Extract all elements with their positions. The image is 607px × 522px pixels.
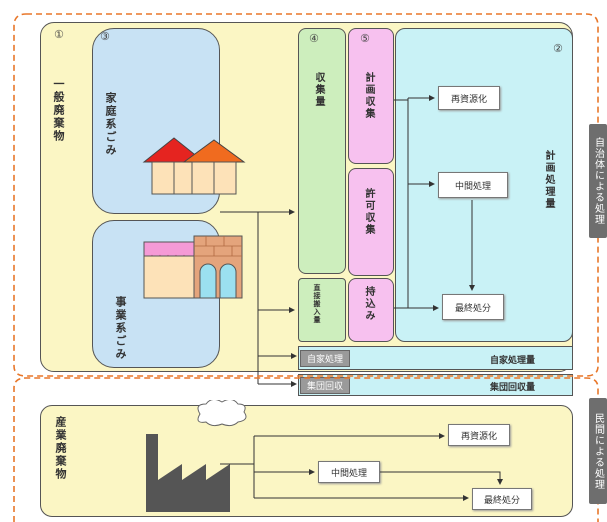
industrial-final-box: 最終処分 bbox=[472, 488, 532, 510]
municipal-final-box: 最終処分 bbox=[442, 294, 504, 320]
industrial-waste-label: 産業廃棄物 bbox=[54, 416, 67, 481]
general-waste-number: ① bbox=[54, 28, 64, 41]
permit-collection-box bbox=[348, 168, 394, 276]
direct-delivery-box bbox=[298, 278, 346, 342]
industrial-intermediate-box: 中間処理 bbox=[318, 461, 380, 483]
planned-treatment-number: ② bbox=[553, 42, 563, 55]
shop-icon bbox=[143, 235, 243, 299]
municipal-intermediate-box: 中間処理 bbox=[438, 172, 508, 198]
household-waste-number: ③ bbox=[100, 30, 110, 43]
direct-delivery-label: 直接搬入量 bbox=[313, 284, 321, 324]
collection-number: ④ bbox=[309, 32, 319, 45]
planned-collection-label: 計画収集 bbox=[363, 72, 374, 120]
industrial-recycle-box: 再資源化 bbox=[448, 424, 510, 446]
collection-amount-box bbox=[298, 28, 346, 274]
municipal-recycle-box: 再資源化 bbox=[438, 86, 500, 110]
factory-icon bbox=[146, 400, 247, 512]
municipal-treatment-tab: 自治体による処理 bbox=[589, 124, 607, 238]
private-treatment-tab: 民間による処理 bbox=[589, 398, 607, 504]
general-waste-label: 一般廃棄物 bbox=[52, 78, 65, 143]
planned-collection-box bbox=[348, 28, 394, 164]
bring-in-box bbox=[348, 278, 394, 342]
house-icon bbox=[142, 137, 246, 195]
group-collection-strip bbox=[298, 374, 573, 396]
business-waste-label: 事業系ごみ bbox=[114, 296, 127, 361]
collection-label: 収集量 bbox=[313, 72, 324, 108]
planned-treatment-label: 計画処理量 bbox=[543, 150, 554, 210]
self-treatment-box: 自家処理 bbox=[300, 350, 350, 367]
bring-in-label: 持込み bbox=[363, 286, 374, 322]
self-treatment-amount: 自家処理量 bbox=[490, 356, 536, 366]
household-waste-label: 家庭系ごみ bbox=[104, 92, 117, 157]
planned-collection-number: ⑤ bbox=[360, 32, 370, 45]
group-collection-amount: 集団回収量 bbox=[490, 383, 536, 393]
permit-collection-label: 許可収集 bbox=[363, 188, 374, 236]
